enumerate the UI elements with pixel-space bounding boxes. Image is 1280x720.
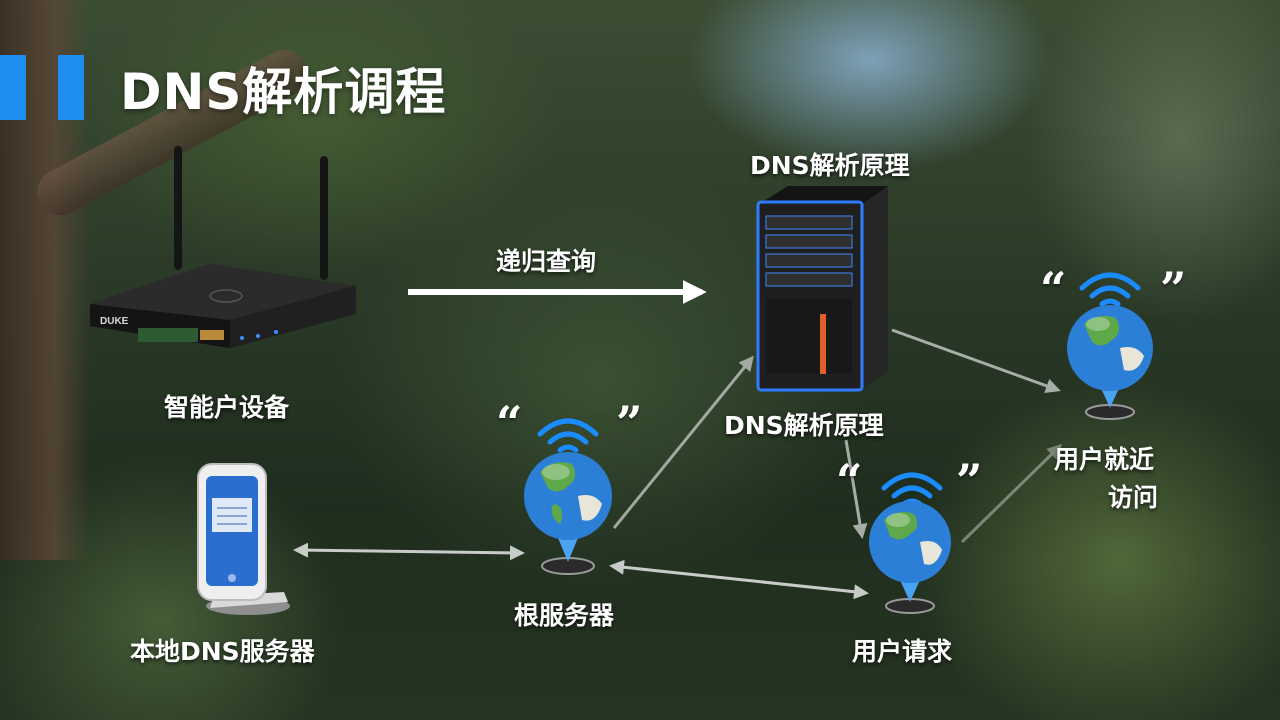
server-request-link [844,439,868,539]
root-server-link [612,355,754,529]
nearby-access-label-line2: 访问 [1108,483,1159,512]
nearby-quote-open: “ [1040,262,1067,316]
root-server-label: 根服务器 [514,601,615,630]
globe-request-icon [869,472,951,614]
recursive-query-label: 递归查询 [496,247,597,276]
terminal-root-link [293,542,525,561]
slide-title: DNS解析调程 [120,63,447,121]
root-quote-open: “ [496,396,523,450]
wifi-router-icon: DUKE [90,146,356,348]
user-request-label: 用户请求 [852,637,953,666]
globe-root-icon [524,418,612,575]
request-quote-open: “ [836,454,863,508]
root-quote-close: ” [616,396,643,450]
nearby-access-label-line1: 用户就近 [1054,445,1155,474]
server-nearby-link [891,328,1061,393]
local-dns-server-label: 本地DNS服务器 [130,637,315,666]
request-quote-close: ” [956,454,983,508]
request-nearby-link [960,443,1063,544]
smart-device-label: 智能户设备 [164,393,290,422]
server-tower-icon [756,186,888,392]
dns-principle-label-bottom: DNS解析原理 [724,411,884,440]
root-request-link [609,559,869,600]
dns-principle-label-top: DNS解析原理 [750,151,910,180]
globe-nearby-icon [1067,272,1153,420]
kiosk-terminal-icon [197,463,290,615]
title-accent-bar-left [0,55,26,120]
nearby-quote-close: ” [1160,262,1187,316]
router-brand: DUKE [100,316,129,327]
title-accent-bar-right [58,55,84,120]
